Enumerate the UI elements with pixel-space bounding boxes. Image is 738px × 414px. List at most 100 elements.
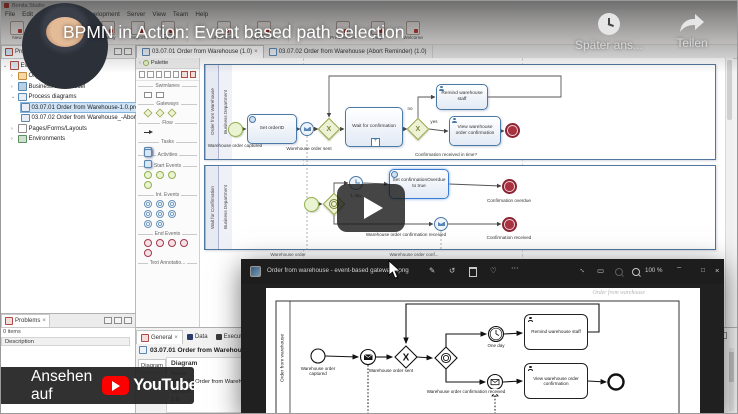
canvas-scrollbar[interactable] — [725, 58, 733, 327]
watch-on-youtube-button[interactable]: Ansehen auf YouTube — [1, 367, 198, 404]
task-view-order-confirmation[interactable]: View warehouse order confirmation — [449, 116, 501, 146]
terminate-event-icon[interactable] — [144, 249, 152, 257]
tree-item-pages-forms[interactable]: ›Pages/Forms/Layouts — [11, 124, 87, 133]
name-value[interactable]: 03.07.01 Order from Warehouse — [171, 379, 255, 385]
close-icon[interactable]: × — [174, 334, 178, 341]
start-event-2[interactable] — [304, 197, 319, 212]
palette-section-activities[interactable]: Activities — [138, 152, 197, 158]
and-gateway-icon[interactable] — [155, 108, 165, 118]
properties-scrollbar[interactable] — [729, 348, 734, 411]
menu-view[interactable]: View — [152, 11, 166, 18]
menu-edit[interactable]: Edit — [22, 11, 34, 18]
message-throw-event[interactable] — [300, 122, 314, 136]
end-message-event-icon[interactable] — [156, 239, 164, 247]
column-description[interactable]: Description — [1, 337, 130, 346]
palette-section-int-events[interactable]: Int. Events — [138, 192, 197, 198]
throw-signal-event-icon[interactable] — [156, 210, 164, 218]
edit-icon[interactable]: ✎ — [429, 266, 436, 275]
menu-file[interactable]: File — [5, 11, 16, 18]
throw-message-event-icon[interactable] — [156, 200, 164, 208]
menu-team[interactable]: Team — [172, 11, 189, 18]
end-event-overdue[interactable] — [502, 179, 517, 194]
fullscreen-icon[interactable]: ↔ — [577, 263, 589, 276]
task-wait-for-confirmation[interactable]: Wait for confirmation+ — [345, 107, 403, 147]
collapse-icon[interactable]: ‹ — [139, 60, 141, 66]
zoom-in-tool-icon[interactable] — [155, 71, 163, 78]
view-menu-icon[interactable] — [114, 317, 122, 324]
end-event-received[interactable] — [502, 217, 517, 232]
message-catch-event[interactable] — [434, 217, 448, 231]
palette-section-end-events[interactable]: End Events — [138, 231, 197, 237]
start-event-icon[interactable] — [144, 171, 152, 179]
tab-problems[interactable]: Problems × — [1, 314, 50, 327]
tab-execution[interactable]: Execution — [212, 330, 254, 344]
more-icon[interactable]: ⋯ — [511, 263, 519, 272]
filter-icon[interactable] — [104, 317, 112, 324]
palette-section-swimlanes[interactable]: Swimlanes — [138, 83, 197, 89]
menu-server[interactable]: Server — [126, 11, 146, 18]
pool-wait-for-confirmation[interactable]: Wait for Confirmation Business Departmen… — [204, 165, 716, 250]
xor-gateway-icon[interactable] — [143, 108, 153, 118]
catch-message-event-icon[interactable] — [144, 200, 152, 208]
minimize-window-icon[interactable]: – — [677, 262, 682, 271]
watch-later-button[interactable]: Später ans... — [561, 13, 657, 52]
end-error-event-icon[interactable] — [168, 239, 176, 247]
abstract-task-icon[interactable] — [144, 149, 152, 157]
minimize-view-icon[interactable] — [114, 48, 122, 55]
photo-viewer-titlebar[interactable]: Order from warehouse - event-based gatew… — [241, 259, 724, 284]
editor-tab-2[interactable]: 03.07.02 Order from Warehouse (Abort Rem… — [264, 45, 433, 58]
select-tool-icon[interactable] — [139, 71, 146, 78]
marquee-tool-icon[interactable] — [147, 71, 154, 78]
rotate-icon[interactable]: ↺ — [449, 266, 456, 275]
tree-item-diagram-1[interactable]: 03.07.01 Order from Warehouse-1.0.proc — [19, 102, 146, 113]
fit-to-window-icon[interactable]: ▭ — [597, 266, 605, 275]
start-event[interactable] — [228, 122, 243, 137]
palette-section-start-events[interactable]: Start Events — [138, 163, 197, 169]
favorite-icon[interactable]: ♡ — [490, 266, 497, 275]
task-remind-warehouse-staff[interactable]: Remind warehouse staff — [436, 84, 488, 110]
sequence-flow-icon[interactable] — [144, 128, 153, 136]
throw-link-event-icon[interactable] — [144, 220, 152, 228]
end-signal-event-icon[interactable] — [180, 239, 188, 247]
palette-section-text-annotation[interactable]: Text Annotatio... — [138, 260, 197, 266]
task-set-orderid[interactable]: Set orderID — [247, 114, 297, 144]
or-gateway-icon[interactable] — [167, 108, 177, 118]
zoom-out-tool-icon[interactable] — [164, 71, 171, 78]
zoom-out-icon[interactable] — [615, 268, 623, 276]
play-button[interactable] — [337, 184, 405, 232]
editor-tab-1[interactable]: 03.07.01 Order from Warehouse (1.0) × — [136, 45, 264, 58]
close-icon[interactable]: × — [42, 318, 46, 324]
palette-section-flow[interactable]: Flow — [138, 120, 197, 126]
maximize-window-icon[interactable]: □ — [701, 267, 705, 274]
start-message-event-icon[interactable] — [156, 171, 164, 179]
end-event-icon[interactable] — [144, 239, 152, 247]
share-button[interactable]: Teilen — [667, 13, 717, 50]
tab-general[interactable]: General× — [136, 330, 183, 344]
end-event[interactable] — [505, 123, 520, 138]
catch-link-event-icon[interactable] — [168, 210, 176, 218]
zoom-in-icon[interactable] — [632, 268, 640, 276]
subprocess-icon[interactable] — [144, 160, 152, 168]
video-title[interactable]: BPMN in Action: Event based path selecti… — [63, 22, 405, 42]
link-tool-icon[interactable] — [189, 71, 196, 78]
tree-item-environments[interactable]: ›Environments — [11, 134, 66, 144]
note-tool-icon[interactable] — [172, 71, 180, 78]
pool-icon[interactable] — [144, 92, 152, 98]
start-timer-event-icon[interactable] — [168, 171, 176, 179]
close-window-icon[interactable]: × — [715, 266, 720, 275]
minimize-view-icon[interactable] — [124, 317, 132, 324]
tree-item-diagram-2[interactable]: 03.07.02 Order from Warehouse_-Abort Rem… — [21, 113, 174, 123]
tab-data[interactable]: Data — [183, 330, 212, 344]
menu-help[interactable]: Help — [195, 11, 209, 18]
close-icon[interactable]: × — [254, 49, 258, 55]
tree-item-process-diagrams[interactable]: ⌄Process diagrams — [11, 92, 77, 102]
annotation-tool-icon[interactable] — [181, 71, 188, 78]
delete-icon[interactable] — [469, 267, 477, 277]
catch-signal-event-icon[interactable] — [144, 210, 152, 218]
photo-viewer-window[interactable]: Order from warehouse - event-based gatew… — [241, 259, 724, 413]
error-event-icon[interactable] — [156, 220, 164, 228]
lane-icon[interactable] — [156, 92, 164, 98]
palette-section-gateways[interactable]: Gateways — [138, 101, 197, 107]
timer-event-icon[interactable] — [168, 200, 176, 208]
palette-section-tasks[interactable]: Tasks — [138, 139, 197, 145]
